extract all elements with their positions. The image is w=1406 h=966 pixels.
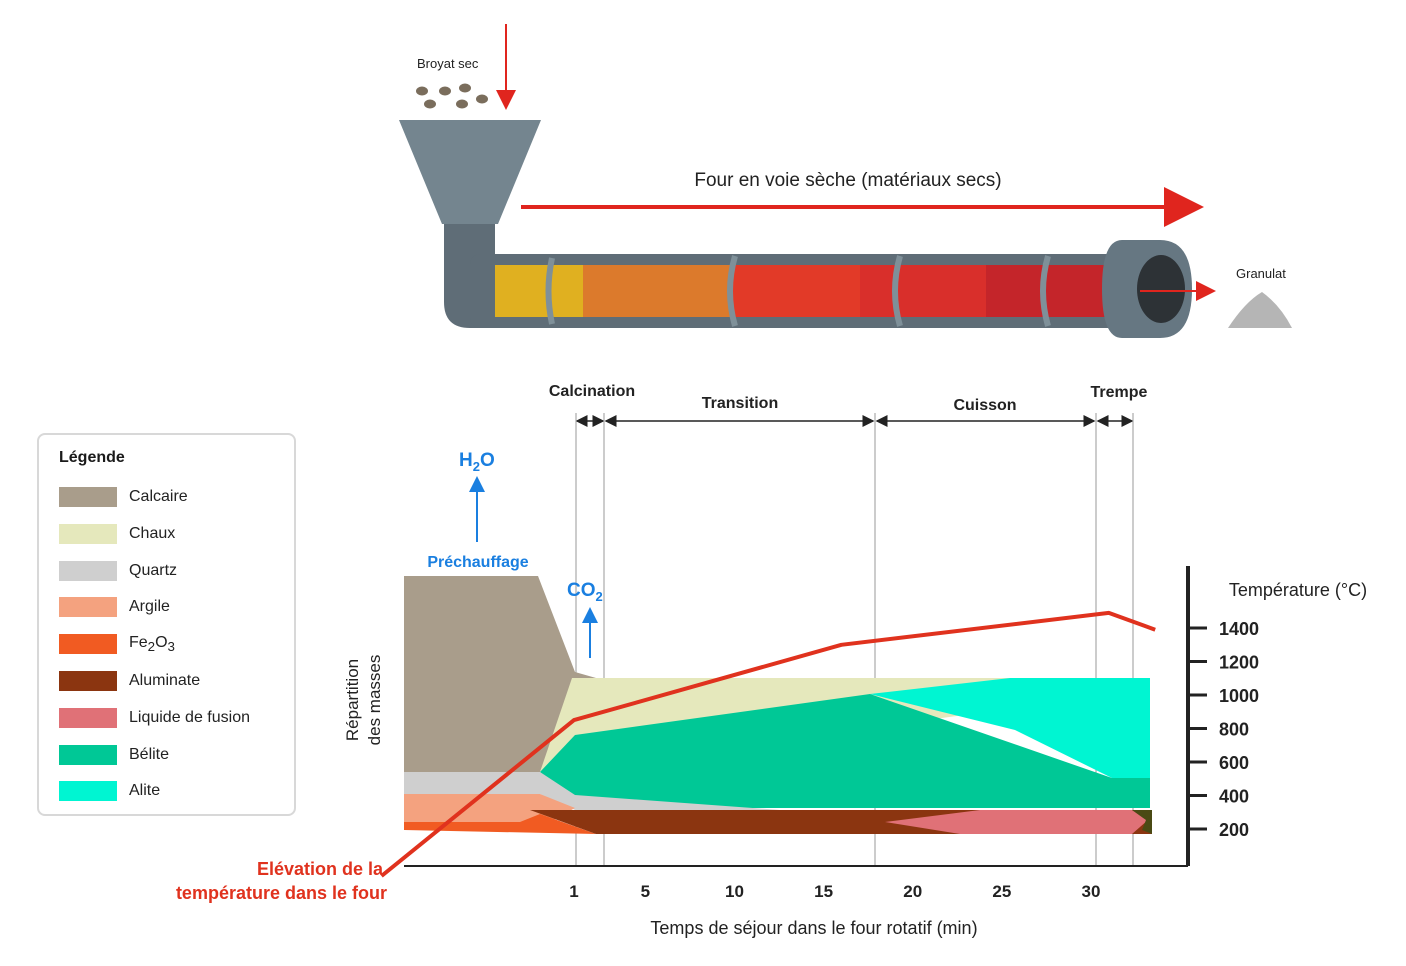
legend-label: Aluminate xyxy=(129,672,201,689)
feed-pellets xyxy=(416,83,488,109)
legend-item: Argile xyxy=(59,596,170,618)
legend-item: Aluminate xyxy=(59,670,200,692)
gas-labels: H2O Préchauffage CO2 xyxy=(427,450,603,658)
x-tick-label: 5 xyxy=(641,882,650,901)
y-tick-label: 400 xyxy=(1219,787,1249,807)
legend-label: Chaux xyxy=(129,524,176,542)
area-argile xyxy=(404,794,575,822)
legend-swatch xyxy=(59,744,117,765)
x-tick-label: 1 xyxy=(569,882,578,901)
left-ylabel-line2: des masses xyxy=(365,655,384,746)
area-alite xyxy=(870,678,1150,778)
legend-item: Liquide de fusion xyxy=(59,707,250,729)
legend-title: Légende xyxy=(59,449,125,466)
right-ylabel: Température (°C) xyxy=(1229,580,1367,600)
x-tick-label: 30 xyxy=(1082,882,1101,901)
h2o-label: H2O xyxy=(459,450,495,474)
kiln-direction-label: Four en voie sèche (matériaux secs) xyxy=(694,170,1001,191)
prechauffage-label: Préchauffage xyxy=(427,554,528,571)
legend-label: Calcaire xyxy=(129,488,188,505)
legend-item: Bélite xyxy=(59,744,169,766)
legend-swatch xyxy=(59,597,117,618)
legend-swatch xyxy=(59,671,117,691)
legend-label: Quartz xyxy=(129,561,178,579)
legend-label: Fe2O3 xyxy=(129,634,175,655)
legend-swatch xyxy=(59,634,117,655)
area-calcaire xyxy=(404,576,596,772)
y-tick-label: 1400 xyxy=(1219,619,1259,639)
phase-calcination: Calcination xyxy=(549,383,635,400)
phase-transition: Transition xyxy=(702,395,778,412)
legend-swatch xyxy=(59,560,117,581)
legend-item: Chaux xyxy=(59,523,175,545)
x-tick-label: 15 xyxy=(814,882,833,901)
y-tick-label: 800 xyxy=(1219,720,1249,740)
phase-trempe: Trempe xyxy=(1091,384,1148,401)
kiln-rings xyxy=(545,255,1051,327)
y-tick-label: 1200 xyxy=(1219,653,1259,673)
legend-swatch xyxy=(59,487,117,507)
x-tick-label: 10 xyxy=(725,882,744,901)
granulate-pile xyxy=(1228,292,1292,328)
legend-label: Argile xyxy=(129,598,170,616)
right-y-tick-labels: 200 400 600 800 1000 1200 1400 xyxy=(1188,619,1259,840)
hopper xyxy=(399,120,541,224)
legend-label: Alite xyxy=(129,782,161,800)
legend-swatch xyxy=(59,781,117,802)
temperature-line xyxy=(380,610,1156,878)
legend-swatch xyxy=(59,523,117,544)
kiln-illustration: Broyat sec Four en voie sèche (matériaux… xyxy=(399,24,1292,338)
left-ylabel-line1: Répartition xyxy=(343,659,362,741)
x-axis-title: Temps de séjour dans le four rotatif (mi… xyxy=(650,918,977,938)
legend-item: Quartz xyxy=(59,560,177,582)
legend-swatch xyxy=(59,707,117,728)
phase-cuisson: Cuisson xyxy=(953,397,1016,414)
legend-item: Alite xyxy=(59,780,160,802)
y-tick-label: 1000 xyxy=(1219,686,1259,706)
feed-label: Broyat sec xyxy=(417,56,479,71)
y-tick-label: 600 xyxy=(1219,753,1249,773)
legend-label: Liquide de fusion xyxy=(129,708,250,726)
mass-areas xyxy=(404,576,1152,834)
legend-label: Bélite xyxy=(129,745,170,763)
area-belite xyxy=(540,694,1150,808)
x-tick-label: 20 xyxy=(903,882,922,901)
x-tick-label: 25 xyxy=(992,882,1011,901)
area-quench-dark xyxy=(1132,810,1152,834)
co2-label: CO2 xyxy=(567,580,603,604)
product-label: Granulat xyxy=(1236,266,1286,281)
area-liquide xyxy=(885,810,1148,834)
y-tick-label: 200 xyxy=(1219,820,1249,840)
legend-item: Calcaire xyxy=(59,486,188,508)
legend-item: Fe2O3 xyxy=(59,633,175,655)
area-fe2o3 xyxy=(404,814,596,834)
